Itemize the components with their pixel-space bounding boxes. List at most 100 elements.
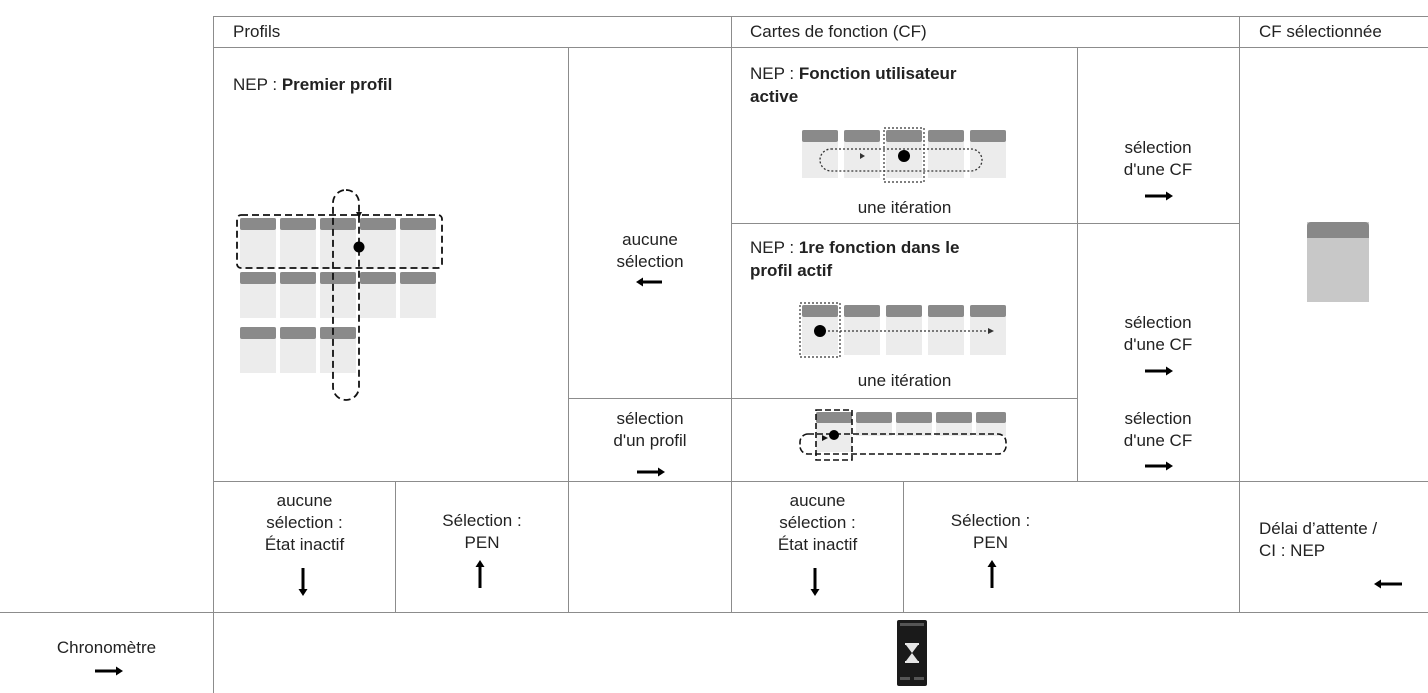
timeout-line2: CI : NEP <box>1259 541 1326 560</box>
grid-line <box>1239 16 1240 612</box>
arrow-right-icon <box>95 666 123 676</box>
arrow-left-icon <box>636 277 662 287</box>
function-card <box>976 412 1006 436</box>
iteration-loop-path <box>819 148 983 172</box>
no-selection-line1: aucune <box>622 230 678 249</box>
active-card-highlight <box>883 127 925 183</box>
active-card-highlight <box>815 409 853 461</box>
hourglass-icon <box>897 620 927 686</box>
profile-card <box>280 218 316 269</box>
cf-pen-line1: Sélection : <box>950 511 1031 530</box>
cf2-title-line1: 1re fonction dans le <box>798 238 960 257</box>
cf3-selection-line1: sélection <box>1124 409 1192 428</box>
arrow-up-icon <box>987 560 997 588</box>
profile-inactive-label: aucune sélection : État inactif <box>214 490 395 556</box>
profile-selection-line1: sélection <box>616 409 684 428</box>
cf1-title-line2: active <box>750 87 799 106</box>
grid-line <box>395 481 396 612</box>
profile-inactive-line2: sélection : <box>266 513 343 532</box>
horizontal-loop-path <box>236 214 443 269</box>
arrow-up-icon <box>475 560 485 588</box>
profile-card <box>400 272 436 318</box>
grid-line <box>213 16 214 693</box>
function-card <box>896 412 932 436</box>
profile-card <box>240 272 276 318</box>
cf2-selection-line1: sélection <box>1124 313 1192 332</box>
cf1-caption: une itération <box>857 198 952 217</box>
cf-inactive-line2: sélection : <box>779 513 856 532</box>
grid-line <box>568 398 1077 399</box>
cf-pen-line2: PEN <box>973 533 1008 552</box>
selection-dot <box>353 241 365 253</box>
cf2-title-prefix: NEP : <box>750 238 799 257</box>
function-card <box>928 130 964 178</box>
profile-selection-label: sélection d'un profil <box>569 408 731 452</box>
cf1-selection-label: sélection d'une CF <box>1078 137 1238 181</box>
cf1-title-line1: Fonction utilisateur <box>798 64 957 83</box>
arrow-down-icon <box>810 568 820 596</box>
profile-card <box>240 327 276 373</box>
profile-card <box>320 218 356 269</box>
profile-title-prefix: NEP : <box>233 75 282 94</box>
no-selection-line2: sélection <box>616 252 684 271</box>
function-card <box>936 412 972 436</box>
arrow-down-icon <box>298 568 308 596</box>
profile-card <box>280 327 316 373</box>
cf2-title: NEP : 1re fonction dans le profil actif <box>750 236 959 282</box>
cf2-selection-line2: d'une CF <box>1123 335 1193 354</box>
selection-dot <box>814 325 826 337</box>
profile-pen-line1: Sélection : <box>442 511 522 530</box>
cf3-loop-illustration <box>799 409 1007 461</box>
cf2-iteration-illustration <box>799 302 1006 358</box>
selected-cf-card <box>1307 222 1369 302</box>
cf3-selection-label: sélection d'une CF <box>1078 408 1238 452</box>
arrow-right-icon <box>1145 461 1173 471</box>
cf1-selection-line1: sélection <box>1124 138 1192 157</box>
loop-arrowhead <box>356 212 362 218</box>
cf1-iteration-illustration <box>802 127 1006 183</box>
timeout-line1: Délai d’attente / <box>1259 519 1378 538</box>
arrow-right-icon <box>637 467 665 477</box>
arrow-right-icon <box>1145 366 1173 376</box>
cf1-selection-line2: d'une CF <box>1123 160 1193 179</box>
selection-dot <box>829 430 839 440</box>
function-card <box>856 412 892 436</box>
timer-label: Chronomètre <box>56 638 157 657</box>
grid-line <box>903 481 904 612</box>
function-card <box>844 130 880 178</box>
timeout-label: Délai d’attente / CI : NEP <box>1259 518 1377 562</box>
profile-card <box>400 218 436 269</box>
arrow-left-icon <box>1374 579 1402 589</box>
cf2-selection-label: sélection d'une CF <box>1078 312 1238 356</box>
function-card <box>928 305 964 355</box>
function-card <box>802 130 838 178</box>
loop-path <box>799 433 1007 455</box>
cf2-title-line2: profil actif <box>750 261 833 280</box>
cf2-caption: une itération <box>857 371 952 390</box>
profile-cell-title: NEP : Premier profil <box>233 74 392 96</box>
grid-line <box>1077 47 1078 481</box>
grid-line <box>213 47 1428 48</box>
function-card <box>886 130 922 178</box>
grid-line <box>568 47 569 612</box>
profile-pen-label: Sélection : PEN <box>396 510 568 554</box>
profile-title-name: Premier profil <box>281 75 393 94</box>
selection-dot <box>898 150 910 162</box>
path-arrowhead <box>988 328 994 334</box>
header-cartes-de-fonction: Cartes de fonction (CF) <box>750 22 927 41</box>
profile-inactive-line3: État inactif <box>264 535 345 554</box>
cf3-selection-line2: d'une CF <box>1123 431 1193 450</box>
profile-grid-illustration <box>236 189 443 401</box>
profile-inactive-line1: aucune <box>276 491 333 510</box>
no-selection-label: aucune sélection <box>569 229 731 273</box>
profile-card <box>360 272 396 318</box>
grid-line <box>213 16 1428 17</box>
active-card-highlight <box>799 302 841 358</box>
function-card <box>886 305 922 355</box>
arrow-right-icon <box>1145 191 1173 201</box>
function-card <box>844 305 880 355</box>
cf-inactive-line3: État inactif <box>777 535 858 554</box>
profile-pen-line2: PEN <box>464 533 500 552</box>
grid-line <box>0 612 1428 613</box>
